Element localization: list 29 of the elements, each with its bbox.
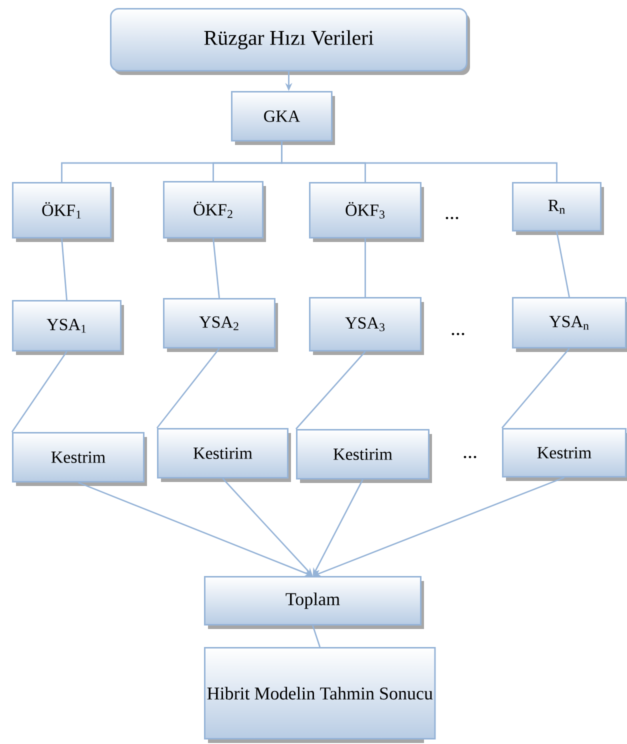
process-box: ÖKF$_{3}$: [309, 182, 424, 242]
connector: [11, 351, 68, 432]
connector: [501, 348, 570, 428]
process-box: YSA$_{2}$: [163, 298, 278, 352]
process-box: Kestrim: [502, 428, 627, 481]
process-box: Hibrit Modelin Tahmin Sonucu: [204, 647, 436, 743]
process-box: Rüzgar Hızı Verileri: [110, 8, 470, 75]
connector: [364, 238, 366, 297]
ellipsis-text: ...: [464, 456, 476, 458]
connector: [212, 238, 220, 298]
process-box: YSA$_{3}$: [309, 297, 424, 355]
connector: [312, 625, 321, 648]
process-box: R$_{n}$: [512, 182, 604, 235]
process-box: Toplam: [204, 576, 424, 629]
connector: [281, 142, 558, 182]
connector: [61, 238, 68, 300]
process-box: YSA$_{1}$: [12, 300, 124, 355]
ellipsis-text: ...: [446, 216, 458, 220]
connector: [556, 231, 570, 298]
ellipsis-text: ...: [452, 332, 464, 336]
process-box: YSA$_{n}$: [512, 297, 627, 352]
process-box: Kestrim: [12, 432, 147, 486]
process-box: Kestirim: [296, 429, 432, 483]
process-box: GKA: [231, 91, 335, 145]
process-box: ÖKF$_{2}$: [163, 181, 266, 242]
process-box: ÖKF$_{1}$: [12, 182, 114, 242]
connector: [156, 348, 220, 428]
connector: [295, 351, 366, 430]
process-box: Kestirim: [157, 428, 291, 482]
